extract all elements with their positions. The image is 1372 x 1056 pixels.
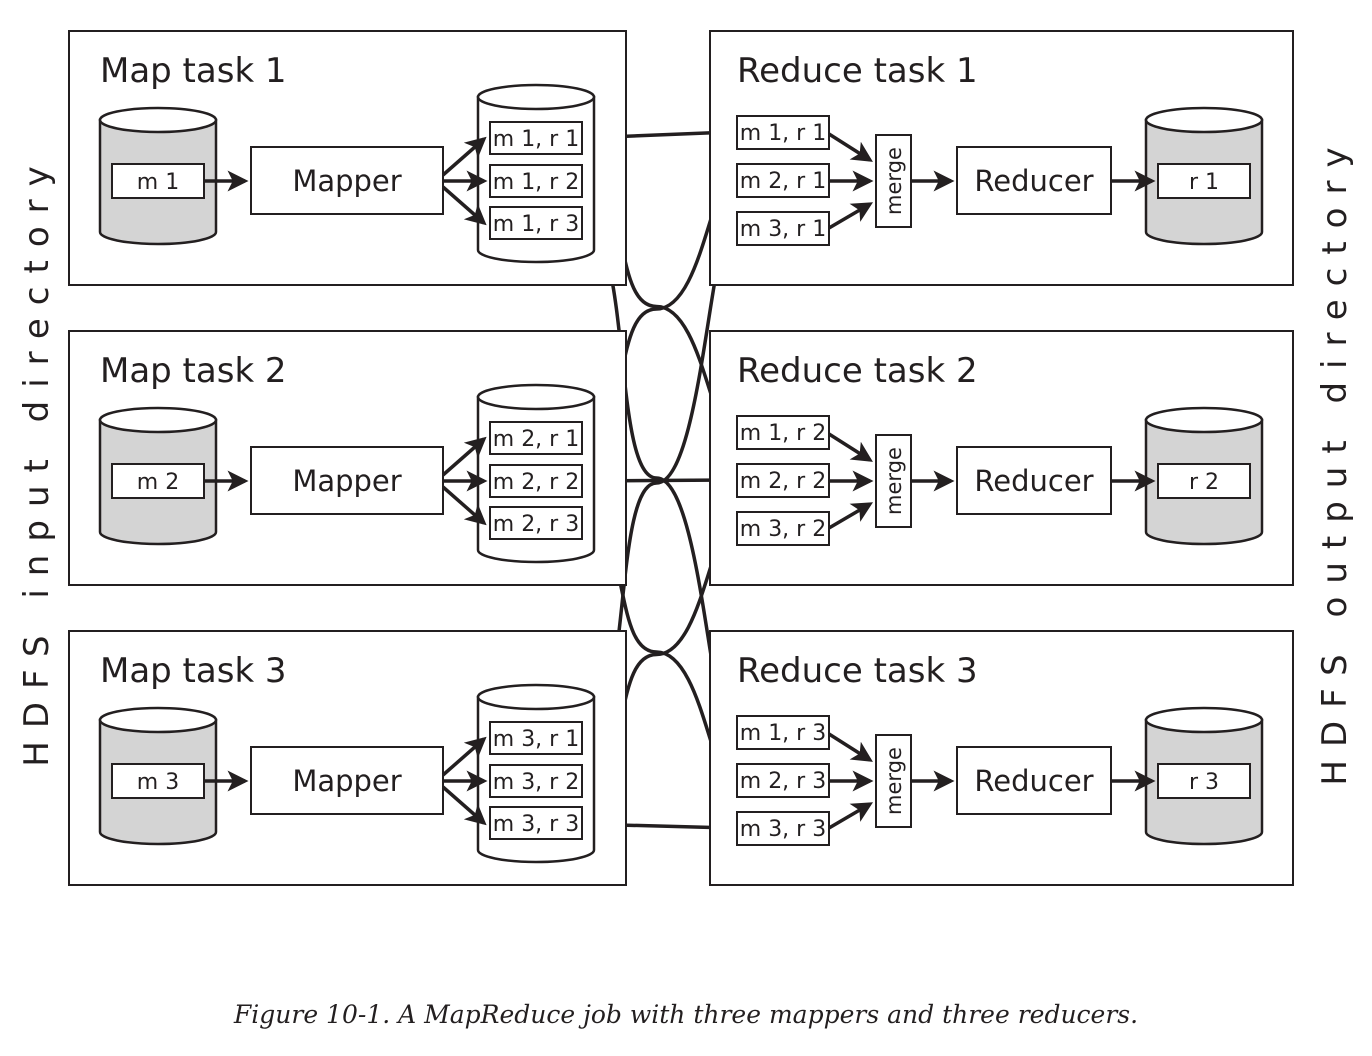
reduce-task-1-title: Reduce task 1 (737, 51, 978, 91)
hdfs-input-label: HDFS input directory (17, 153, 57, 766)
fetched-partition-label: m 3, r 1 (740, 217, 826, 242)
partition-label: m 3, r 2 (493, 770, 579, 795)
mapper-to-partition-arrow (441, 485, 487, 526)
partition-to-merge-arrow (828, 802, 874, 830)
map-task-2-title: Map task 2 (100, 351, 287, 391)
reduce-task-2: Reduce task 2 m 1, r 2 m 2, r 2 m 3, r 2… (709, 330, 1294, 586)
reduce-task-3-title: Reduce task 3 (737, 651, 978, 691)
mapper-to-partition-arrow (441, 785, 487, 826)
fetched-partition-label: m 1, r 2 (740, 421, 826, 446)
partition-to-merge-arrow (828, 502, 874, 530)
fetched-partition-box (736, 511, 830, 546)
fetched-partition-box (736, 415, 830, 450)
merge-label: merge (882, 147, 906, 215)
output-label: r 3 (1189, 770, 1219, 795)
figure-caption: Figure 10-1. A MapReduce job with three … (233, 1000, 1139, 1029)
output-box (1157, 163, 1251, 199)
partition-label: m 1, r 2 (493, 170, 579, 195)
reducer-label: Reducer (974, 164, 1093, 198)
partition-label: m 2, r 2 (493, 470, 579, 495)
mapper-to-partition-arrow (441, 136, 487, 177)
reducer-box (956, 146, 1112, 215)
reduce-task-1: Reduce task 1 m 1, r 1 m 2, r 1 m 3, r 1… (709, 30, 1294, 286)
map-task-3-title: Map task 3 (100, 651, 287, 691)
partition-to-merge-arrow (828, 132, 873, 162)
map-task-2: Map task 2 m 2 Mapper m 2, r 1 m 2, r 2 … (68, 330, 627, 586)
partition-label: m 3, r 3 (493, 812, 579, 837)
mapper-to-partition-arrow (441, 736, 487, 777)
partition-box (489, 764, 583, 798)
mapper-label: Mapper (292, 464, 401, 498)
partition-box (489, 721, 583, 755)
reducer-label: Reducer (974, 464, 1093, 498)
merge-label: merge (882, 747, 906, 815)
partition-label: m 3, r 1 (493, 727, 579, 752)
fetched-partition-box (736, 715, 830, 750)
fetched-partition-label: m 1, r 3 (740, 721, 826, 746)
input-split-label: m 2 (137, 470, 179, 495)
fetched-partition-label: m 1, r 1 (740, 121, 826, 146)
output-label: r 1 (1189, 170, 1219, 195)
input-split-cylinder: m 2 (98, 406, 218, 546)
partition-box (489, 164, 583, 198)
output-box (1157, 763, 1251, 799)
partition-label: m 1, r 3 (493, 212, 579, 237)
merge-box (875, 134, 912, 228)
mapper-to-partition-arrow (441, 185, 487, 226)
input-split-cylinder: m 1 (98, 106, 218, 246)
output-label: r 2 (1189, 470, 1219, 495)
input-split-label: m 3 (137, 770, 179, 795)
partition-box (489, 421, 583, 455)
reduce-task-3: Reduce task 3 m 1, r 3 m 2, r 3 m 3, r 3… (709, 630, 1294, 886)
fetched-partition-label: m 3, r 2 (740, 517, 826, 542)
input-split-box (111, 163, 205, 199)
partition-box (489, 206, 583, 240)
merge-box (875, 434, 912, 528)
partition-label: m 1, r 1 (493, 127, 579, 152)
partition-to-merge-arrow (828, 202, 874, 230)
map-task-1: Map task 1 m 1 Mapper m 1, r 1 m 1, r 2 … (68, 30, 627, 286)
map-task-1-title: Map task 1 (100, 51, 287, 91)
fetched-partition-box (736, 115, 830, 150)
reduce-task-2-title: Reduce task 2 (737, 351, 978, 391)
mapper-label: Mapper (292, 164, 401, 198)
partition-box (489, 121, 583, 155)
mapper-label: Mapper (292, 764, 401, 798)
reducer-box (956, 446, 1112, 515)
fetched-partition-box (736, 763, 830, 798)
reducer-label: Reducer (974, 764, 1093, 798)
partition-label: m 2, r 3 (493, 512, 579, 537)
mapper-box (250, 146, 444, 215)
map-task-3: Map task 3 m 3 Mapper m 3, r 1 m 3, r 2 … (68, 630, 627, 886)
input-split-box (111, 463, 205, 499)
input-split-label: m 1 (137, 170, 179, 195)
output-box (1157, 463, 1251, 499)
partition-label: m 2, r 1 (493, 427, 579, 452)
fetched-partition-box (736, 211, 830, 246)
partition-to-merge-arrow (828, 432, 873, 462)
fetched-partition-label: m 2, r 2 (740, 469, 826, 494)
mapper-box (250, 446, 444, 515)
mapper-to-partition-arrow (441, 436, 487, 477)
hdfs-output-label: HDFS output directory (1315, 134, 1355, 785)
fetched-partition-label: m 2, r 1 (740, 169, 826, 194)
input-split-cylinder: m 3 (98, 706, 218, 846)
merge-box (875, 734, 912, 828)
partition-to-merge-arrow (828, 732, 873, 762)
fetched-partition-label: m 3, r 3 (740, 817, 826, 842)
partition-box (489, 464, 583, 498)
partition-box (489, 806, 583, 840)
fetched-partition-box (736, 163, 830, 198)
partition-box (489, 506, 583, 540)
merge-label: merge (882, 447, 906, 515)
fetched-partition-label: m 2, r 3 (740, 769, 826, 794)
fetched-partition-box (736, 811, 830, 846)
